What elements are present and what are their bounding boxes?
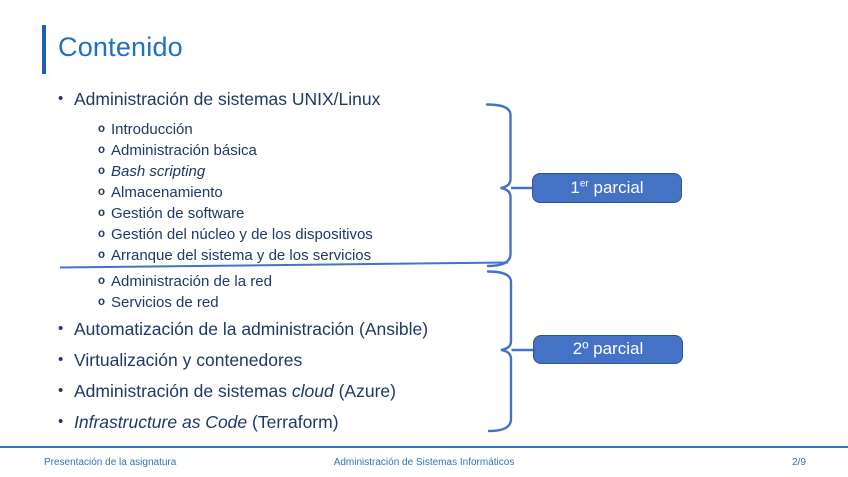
page-number: 2/9 (792, 457, 806, 468)
list-item-text: Automatización de la administración (Ans… (74, 319, 429, 339)
list-item-text: Administración básica (111, 142, 257, 159)
list-item-text: Bash scripting (111, 163, 206, 180)
footer-course-label: Administración de Sistemas Informáticos (333, 457, 515, 468)
list-item-level1: • Administración de sistemas UNIX/Linux (58, 88, 528, 110)
list-item-text: Arranque del sistema y de los servicios (111, 247, 372, 264)
circle-bullet-icon: o (98, 296, 106, 308)
bullet-icon: • (58, 351, 64, 368)
list-item-text: Administración de sistemas UNIX/Linux (74, 89, 381, 109)
circle-bullet-icon: o (98, 275, 106, 287)
list-item-text: Administración de la red (111, 273, 272, 290)
circle-bullet-icon: o (98, 228, 106, 240)
list-item-text: Gestión de software (111, 205, 245, 222)
list-item-level1: • Infrastructure as Code (Terraform) (58, 411, 528, 433)
list-item-level2: o Almacenamiento (98, 182, 528, 203)
list-item-text: Administración de sistemas (74, 381, 292, 401)
circle-bullet-icon: o (98, 249, 106, 261)
list-item-text: (Azure) (333, 381, 396, 401)
list-item-text: cloud (291, 381, 334, 401)
second-parcial-badge: 2º parcial (533, 335, 683, 364)
list-item-text: Infrastructure as Code (74, 412, 248, 432)
bullet-icon: • (58, 413, 64, 430)
footer-presentation-label: Presentación de la asignatura (44, 457, 177, 468)
list-item-text: Servicios de red (111, 294, 219, 311)
list-item-level1: • Virtualización y contenedores (58, 349, 528, 371)
bullet-icon: • (58, 90, 64, 107)
list-item-text: Almacenamiento (111, 184, 223, 201)
list-item-text: Gestión del núcleo y de los dispositivos (111, 226, 373, 243)
circle-bullet-icon: o (98, 207, 106, 219)
circle-bullet-icon: o (98, 186, 106, 198)
circle-bullet-icon: o (98, 165, 106, 177)
circle-bullet-icon: o (98, 144, 106, 156)
circle-bullet-icon: o (98, 123, 106, 135)
footer: Presentación de la asignatura Administra… (0, 455, 848, 477)
page-title: Contenido (58, 32, 183, 62)
list-item-text: Introducción (111, 121, 193, 138)
list-item-level2: o Administración básica (98, 140, 528, 161)
list-item-text: Virtualización y contenedores (74, 350, 303, 370)
list-item-text: (Terraform) (247, 412, 339, 432)
first-parcial-badge: 1er parcial (532, 173, 682, 203)
title-accent-bar (42, 25, 46, 74)
list-item-level2: o Gestión de software (98, 203, 528, 224)
list-item-level2: o Bash scripting (98, 161, 528, 182)
footer-separator-line (0, 446, 848, 448)
list-item-level1: • Automatización de la administración (An… (58, 318, 528, 340)
list-item-level2: o Arranque del sistema y de los servicios (98, 245, 528, 266)
list-item-level2: o Gestión del núcleo y de los dispositivo… (98, 224, 528, 245)
list-item-level1: • Administración de sistemas cloud (Azure… (58, 380, 528, 402)
list-item-level2: o Servicios de red (98, 292, 528, 313)
list-item-level2: o Introducción (98, 119, 528, 140)
bullet-icon: • (58, 320, 64, 337)
list-item-level2: o Administración de la red (98, 271, 528, 292)
bullet-icon: • (58, 382, 64, 399)
